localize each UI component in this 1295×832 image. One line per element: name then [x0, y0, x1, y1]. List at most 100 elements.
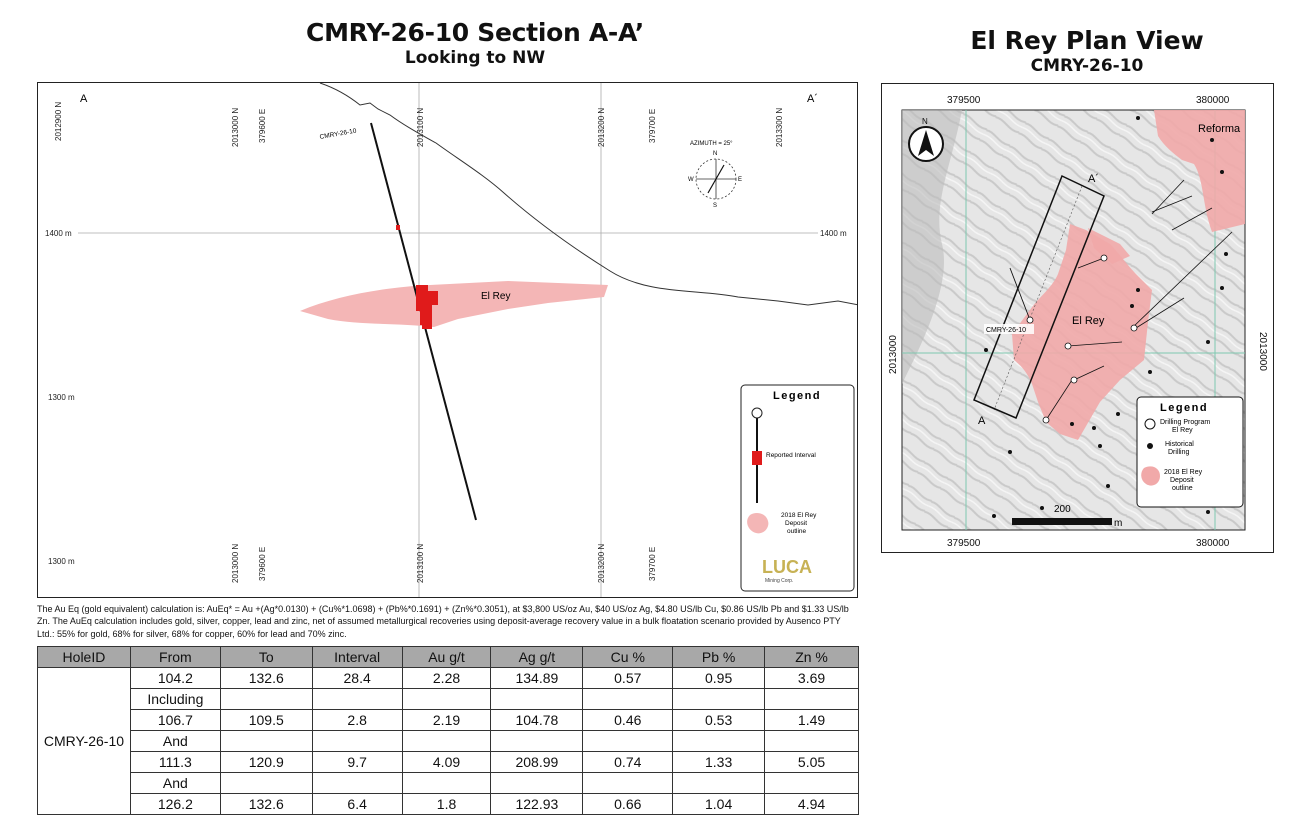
legend-deposit-3: outline [787, 528, 807, 535]
table-row: 106.7 109.5 2.8 2.19 104.78 0.46 0.53 1.… [38, 709, 859, 731]
cell-pb: 1.04 [672, 793, 766, 815]
col-holeid: HoleID [37, 646, 131, 668]
grid-label-top-1: 2012900 N [54, 102, 63, 141]
grid-label-bottom-2: 379600 E [258, 547, 267, 581]
svg-text:S: S [713, 203, 717, 209]
svg-text:W: W [688, 177, 694, 183]
reforma-label: Reforma [1198, 123, 1241, 135]
cell-from: 104.2 [129, 667, 221, 689]
cell-to: 120.9 [219, 751, 313, 773]
grid-label-top-7: 2013300 N [775, 108, 784, 147]
col-to: To [219, 646, 313, 668]
cell-empty [764, 772, 859, 794]
cell-au: 4.09 [401, 751, 492, 773]
topography-line [319, 83, 857, 306]
cell-empty [401, 730, 492, 752]
el-rey-plan-lobe [1088, 228, 1130, 264]
cell-pb: 1.33 [672, 751, 766, 773]
grid-label-top-6: 379700 E [648, 109, 657, 143]
plan-coord-top-2: 380000 [1196, 95, 1230, 106]
cross-section-svg: 2012900 N 2013000 N 379600 E 2013100 N 2… [45, 83, 857, 597]
cell-from: 126.2 [129, 793, 221, 815]
cell-ag: 104.78 [490, 709, 584, 731]
col-pb: Pb % [672, 646, 766, 668]
table-row: And [38, 730, 859, 752]
cell-au: 1.8 [401, 793, 492, 815]
section-title: CMRY-26-10 Section A-A’ [306, 18, 644, 47]
assay-table: HoleID From To Interval Au g/t Ag g/t Cu… [37, 646, 859, 815]
cell-label: And [129, 772, 221, 794]
plan-hole-label-bg [984, 324, 1034, 334]
cell-empty [311, 772, 403, 794]
interval-126-132 [422, 319, 432, 329]
cell-zn: 3.69 [764, 667, 859, 689]
cell-pb: 0.53 [672, 709, 766, 731]
cell-empty [219, 730, 313, 752]
cell-cu: 0.57 [582, 667, 674, 689]
table-header-row: HoleID From To Interval Au g/t Ag g/t Cu… [37, 646, 859, 668]
cell-empty [672, 772, 766, 794]
cross-section-map[interactable]: 2012900 N 2013000 N 379600 E 2013100 N 2… [37, 82, 858, 598]
grid-label-bottom-5: 379700 E [648, 547, 657, 581]
svg-text:N: N [713, 151, 717, 157]
legend-deposit-1: 2018 El Rey [781, 512, 817, 519]
cell-empty [219, 772, 313, 794]
grid-label-top-3: 379600 E [258, 109, 267, 143]
col-zn: Zn % [764, 646, 859, 668]
elev-1400-right: 1400 m [820, 229, 847, 238]
reforma-deposit-outline [1154, 110, 1245, 232]
el-rey-plan-label: El Rey [1072, 315, 1105, 327]
interval-104-132 [416, 285, 428, 311]
cell-holeid: CMRY-26-10 [37, 667, 131, 815]
drill-hole-label: CMRY-26-10 [319, 128, 357, 141]
cell-to: 109.5 [219, 709, 313, 731]
cell-empty [672, 730, 766, 752]
plan-view-map[interactable]: 379500 380000 379500 380000 2013000 2013… [881, 83, 1274, 553]
svg-text:AZIMUTH = 25°: AZIMUTH = 25° [690, 141, 733, 147]
cell-empty [311, 730, 403, 752]
cell-ag: 208.99 [490, 751, 584, 773]
section-legend: Legend Reported Interval 2018 El Rey Dep… [740, 384, 855, 592]
grid-label-top-5: 2013200 N [597, 108, 606, 147]
svg-text:E: E [738, 177, 742, 183]
legend-program-2: El Rey [1172, 427, 1193, 434]
plan-legend-title: Legend [1160, 402, 1208, 414]
cell-empty [219, 688, 313, 710]
cell-empty [490, 772, 584, 794]
cell-empty [764, 688, 859, 710]
scale-unit: m [1114, 518, 1122, 529]
cell-label: Including [129, 688, 221, 710]
plan-label-a-prime: A´ [1088, 173, 1099, 185]
legend-plan-deposit-2: Deposit [1170, 477, 1194, 484]
col-from: From [129, 646, 221, 668]
cell-zn: 4.94 [764, 793, 859, 815]
section-compass: AZIMUTH = 25° N S E W [688, 141, 742, 209]
legend-deposit-2: Deposit [785, 520, 807, 527]
section-subtitle: Looking to NW [404, 48, 546, 68]
cell-zn: 5.05 [764, 751, 859, 773]
table-row: Including [38, 688, 859, 710]
luca-logo-sub: Mining Corp. [765, 578, 793, 584]
cell-ag: 122.93 [490, 793, 584, 815]
cell-label: And [129, 730, 221, 752]
plan-coord-top-1: 379500 [947, 95, 981, 106]
table-row: CMRY-26-10 104.2 132.6 28.4 2.28 134.89 … [37, 667, 859, 815]
section-legend-title: Legend [773, 390, 821, 402]
el-rey-section-label: El Rey [481, 291, 510, 302]
plan-coord-left: 2013000 [888, 335, 899, 374]
section-corner-a: A [80, 93, 88, 105]
table-row: 126.2 132.6 6.4 1.8 122.93 0.66 1.04 4.9… [38, 793, 859, 815]
plan-coord-bottom-2: 380000 [1196, 538, 1230, 549]
cell-cu: 0.46 [582, 709, 674, 731]
cell-empty [311, 688, 403, 710]
legend-historical-2: Drilling [1168, 449, 1190, 456]
cell-from: 106.7 [129, 709, 221, 731]
elev-1400-left: 1400 m [45, 229, 72, 238]
grid-label-bottom-4: 2013200 N [597, 544, 606, 583]
cell-empty [582, 730, 674, 752]
scale-value: 200 [1054, 504, 1071, 515]
cell-interval: 28.4 [311, 667, 403, 689]
elev-1300-a: 1300 m [48, 393, 75, 402]
cell-interval: 9.7 [311, 751, 403, 773]
grid-label-top-2: 2013000 N [231, 108, 240, 147]
